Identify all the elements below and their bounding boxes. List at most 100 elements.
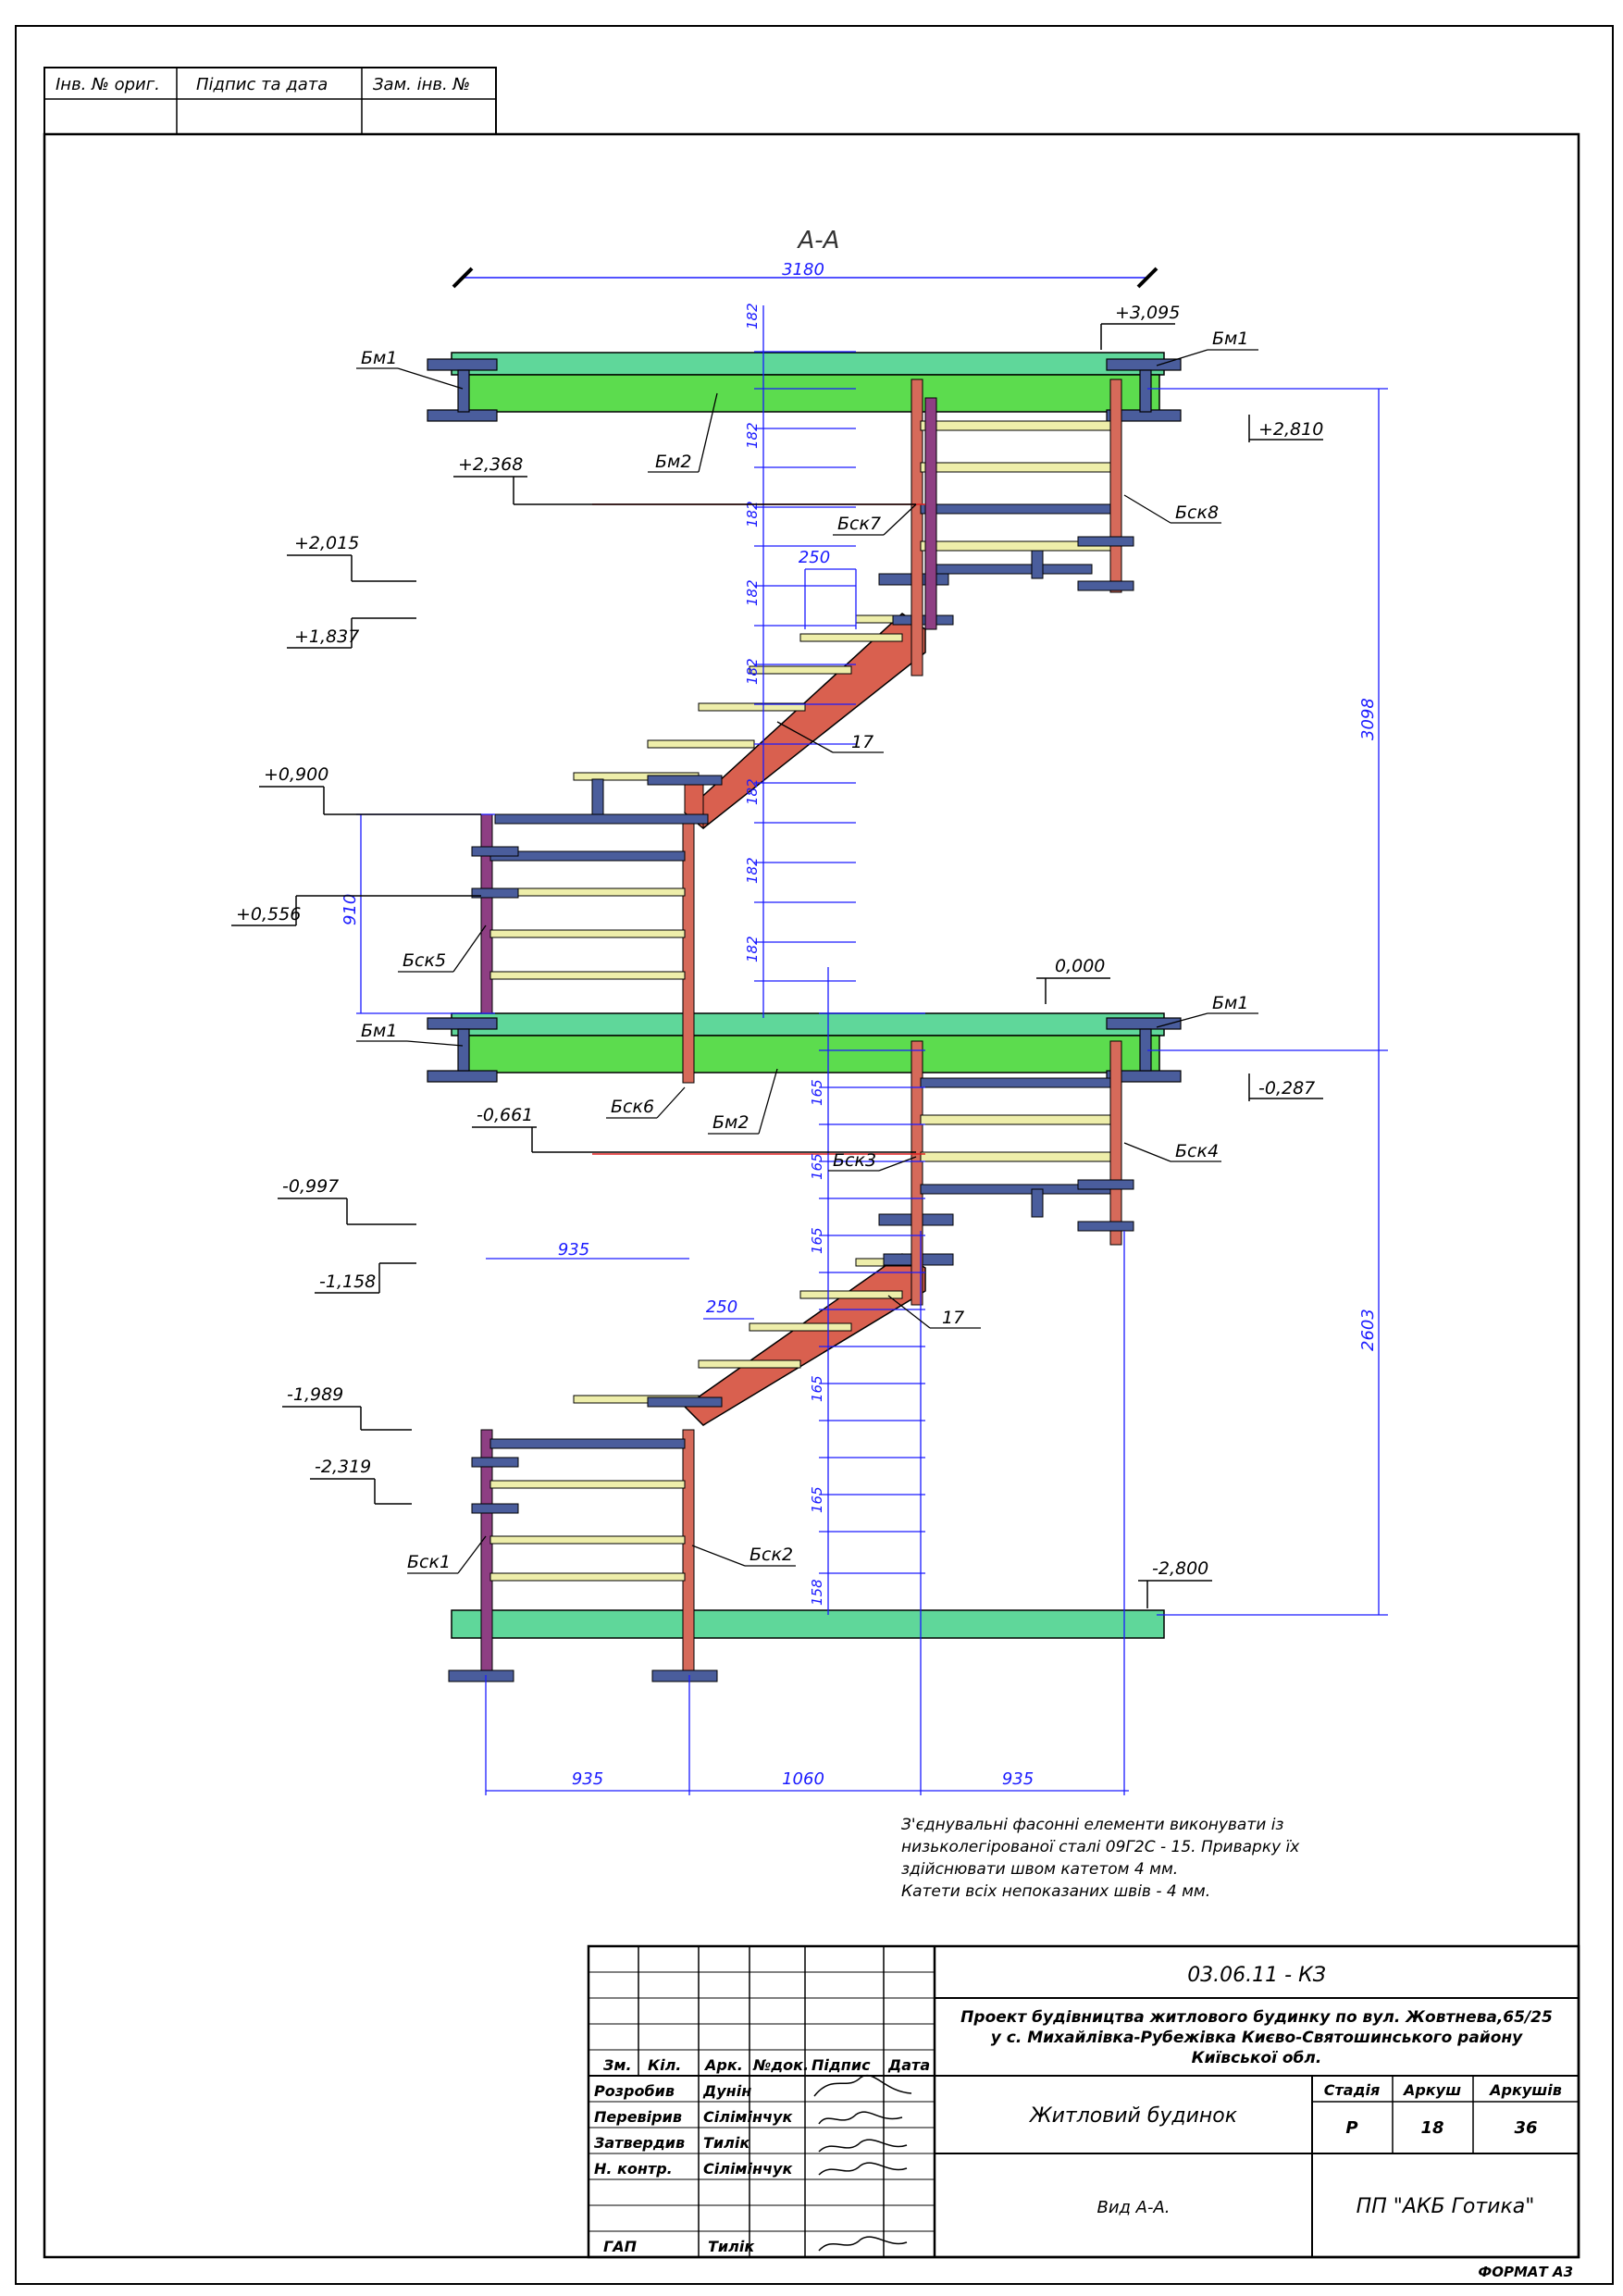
label-bm2-top: Бм2: [655, 452, 691, 472]
stage-value: Р: [1345, 2118, 1357, 2138]
label-bsk7: Бск7: [837, 514, 881, 534]
name-normcontrol: Сілімінчук: [703, 2160, 793, 2178]
elev-2810: +2,810: [1258, 419, 1323, 440]
dim-250-upper-label: 250: [799, 548, 830, 567]
doc-code: 03.06.11 - КЗ: [1187, 1964, 1326, 1987]
top-stamp: Інв. № ориг. Підпис та дата Зам. інв. №: [43, 67, 497, 135]
dim-935-left-label: 935: [572, 1769, 603, 1789]
format-label: ФОРМАТ А3: [1478, 2264, 1573, 2280]
sheets-header: Аркушів: [1488, 2081, 1562, 2099]
name-gap: Тилік: [708, 2238, 755, 2255]
riser-165-5: 165: [809, 1486, 825, 1513]
lower-flight: [448, 1040, 1134, 1682]
elev-2800: -2,800: [1152, 1558, 1208, 1579]
hdr-kil: Кіл.: [648, 2056, 681, 2074]
slab-mid: [451, 1012, 1165, 1036]
role-normcontrol: Н. контр.: [594, 2160, 673, 2178]
role-approved: Затвердив: [593, 2134, 685, 2152]
element-labels: Бм1 Бм1 Бм2 Бск7 Бск8 17 Бск5 Бм1 Бм1 Бс…: [361, 329, 1248, 1572]
construction-notes: З'єднувальні фасонні елементи виконувати…: [901, 1814, 1382, 1903]
dim-3180: [452, 267, 1158, 289]
stamp-sign-label: Підпис та дата: [196, 75, 328, 94]
riser-158: 158: [809, 1579, 825, 1606]
dim-3098-label: 3098: [1358, 698, 1378, 740]
dim-1060-label: 1060: [782, 1769, 824, 1789]
role-developed: Розробив: [594, 2082, 675, 2100]
riser-182-6: 182: [744, 778, 761, 805]
elev-0000: 0,000: [1055, 956, 1105, 976]
upper-flight: [471, 379, 1134, 1084]
leaders: [356, 349, 1258, 1574]
riser-182-3: 182: [744, 501, 761, 527]
view-name: Вид А-А.: [1096, 2198, 1170, 2217]
elev-0997: -0,997: [282, 1176, 339, 1197]
elev-3095: +3,095: [1115, 303, 1180, 323]
riser-165-4: 165: [809, 1375, 825, 1402]
riser-182-7: 182: [744, 857, 761, 884]
riser-labels: 182 182 182 182 182 182 182 182 165 165 …: [744, 303, 825, 1606]
elev-2319: -2,319: [315, 1457, 371, 1477]
label-bsk6: Бск6: [611, 1097, 654, 1117]
elev-1837: +1,837: [294, 627, 359, 647]
riser-182-1: 182: [744, 303, 761, 329]
title-block: [587, 1944, 1580, 2259]
dim-935-right-label: 935: [1002, 1769, 1034, 1789]
object-name: Житловий будинок: [1028, 2104, 1238, 2128]
beam-bm2-mid: [465, 1035, 1160, 1074]
riser-165-3: 165: [809, 1227, 825, 1254]
riser-165-1: 165: [809, 1079, 825, 1106]
project-line-3: Київської обл.: [1192, 2049, 1322, 2067]
name-developed: Дунін: [702, 2082, 751, 2100]
riser-ticks: [754, 351, 925, 1574]
elev-1158: -1,158: [319, 1272, 376, 1292]
signatures: [813, 2075, 912, 2252]
view-title: А-А: [797, 227, 840, 254]
dim-3180-label: 3180: [782, 260, 824, 279]
riser-182-5: 182: [744, 658, 761, 685]
elev-1989: -1,989: [287, 1384, 343, 1405]
label-17-lower: 17: [942, 1308, 964, 1328]
hdr-ndok: №док.: [752, 2056, 809, 2074]
sheets-value: 36: [1514, 2118, 1537, 2138]
label-bsk4: Бск4: [1175, 1141, 1219, 1161]
outer-frame: [15, 25, 1614, 2285]
company-name: ПП "АКБ Готика": [1357, 2195, 1535, 2218]
name-approved: Тилік: [703, 2134, 750, 2152]
hdr-pidpys: Підпис: [812, 2056, 871, 2074]
slab-bottom: [451, 1609, 1165, 1639]
elev-0287: -0,287: [1258, 1078, 1315, 1098]
stage-header: Стадія: [1324, 2081, 1381, 2099]
elev-0556: +0,556: [236, 904, 301, 925]
hdr-zm: Зм.: [602, 2056, 632, 2074]
note-line-1: З'єднувальні фасонні елементи виконувати…: [901, 1816, 1284, 1834]
elev-2015: +2,015: [294, 533, 359, 553]
label-bm1-top-right: Бм1: [1212, 329, 1248, 349]
slab-top: [451, 352, 1165, 376]
sheet-value: 18: [1420, 2118, 1443, 2138]
dim-935-mid-label: 935: [558, 1240, 589, 1260]
project-line-2: у с. Михайлівка-Рубежівка Києво-Святошин…: [991, 2029, 1523, 2047]
label-bsk2: Бск2: [750, 1545, 793, 1565]
role-checked: Перевірив: [594, 2108, 682, 2126]
stamp-replace-label: Зам. інв. №: [373, 75, 470, 94]
label-bsk3: Бск3: [833, 1150, 876, 1171]
elev-0661: -0,661: [477, 1105, 533, 1125]
dim-250-lower-label: 250: [706, 1297, 737, 1317]
dim-2603-label: 2603: [1358, 1309, 1378, 1351]
riser-182-2: 182: [744, 422, 761, 449]
elev-0900: +0,900: [264, 764, 328, 785]
label-17-upper: 17: [851, 732, 873, 752]
sheet-header: Аркуш: [1402, 2081, 1461, 2099]
label-bm1-mid-right: Бм1: [1212, 993, 1248, 1013]
note-line-3: здійснювати швом катетом 4 мм.: [901, 1860, 1179, 1879]
name-checked: Сілімінчук: [703, 2108, 793, 2126]
note-line-4: Катети всіх непоказаних швів - 4 мм.: [901, 1882, 1211, 1901]
elev-2368: +2,368: [458, 454, 523, 475]
label-bsk8: Бск8: [1175, 503, 1219, 523]
label-bm1-mid-left: Бм1: [361, 1021, 397, 1041]
beam-bm1-flanges: [427, 358, 1182, 1083]
label-bsk1: Бск1: [407, 1552, 451, 1572]
project-line-1: Проект будівництва житлового будинку по …: [960, 2008, 1553, 2027]
note-line-2: низьколегірованої сталі 09Г2С - 15. Прив…: [901, 1838, 1300, 1856]
title-block-text: 03.06.11 - КЗ Проект будівництва житлово…: [593, 1964, 1573, 2280]
